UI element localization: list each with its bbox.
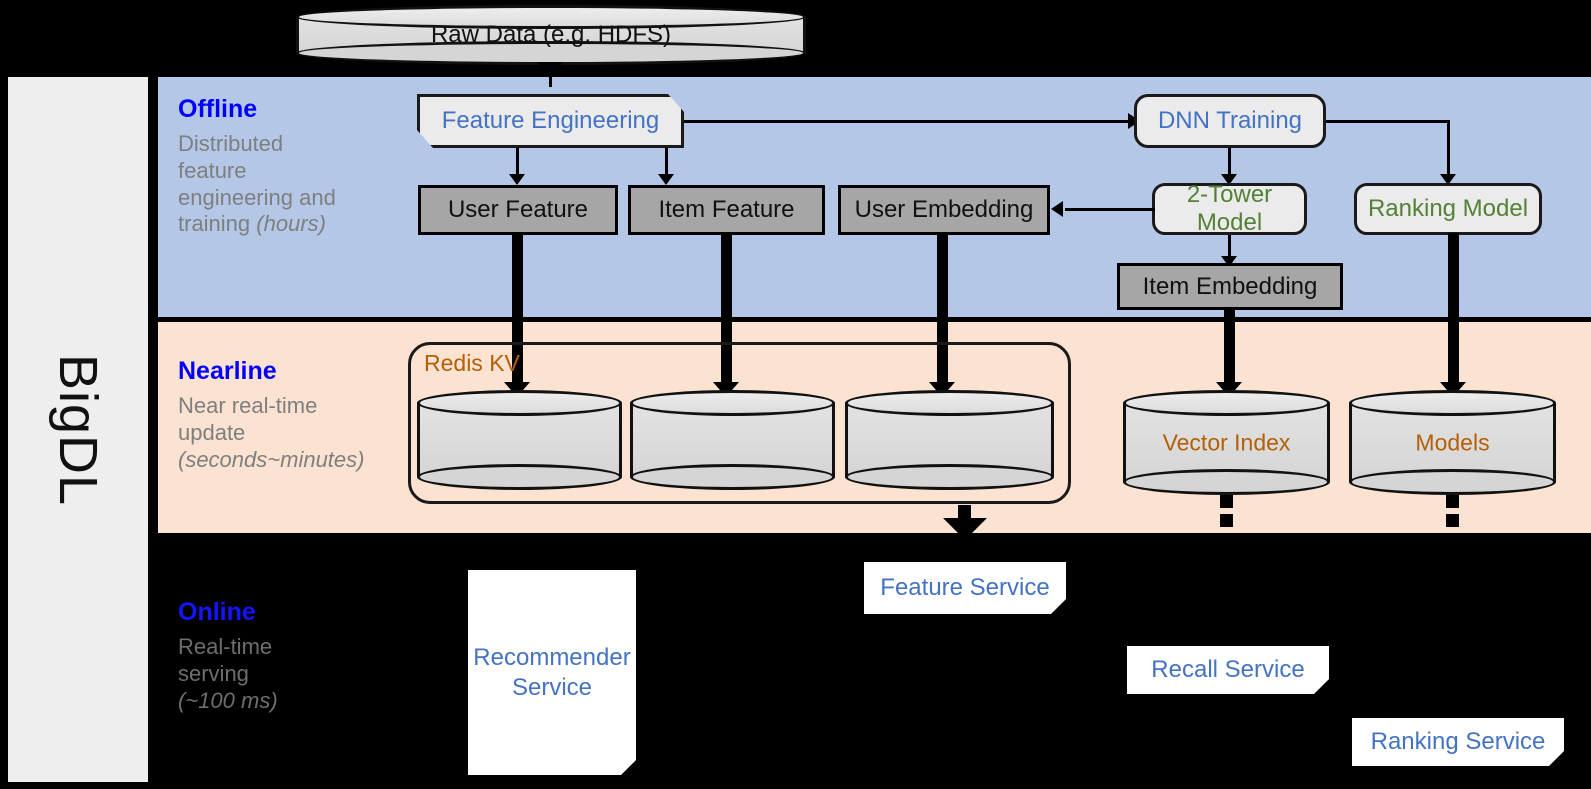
arrowhead-dnn-ranking xyxy=(1440,174,1456,185)
online-title: Online xyxy=(178,598,256,626)
user-feature-store[interactable] xyxy=(417,390,622,490)
funnel-redis-featureservice xyxy=(943,518,987,540)
cylinder-top xyxy=(417,390,622,416)
dnn-training-label: DNN Training xyxy=(1157,107,1303,134)
connector-twotower-userembedding xyxy=(1065,208,1155,211)
models-label: Models xyxy=(1415,429,1490,455)
dash-models-1 xyxy=(1446,495,1459,508)
offline-desc-l4: training xyxy=(178,211,257,237)
nearline-description: Near real-time update (seconds~minutes) xyxy=(178,393,364,473)
two-tower-model-label: 2-Tower Model xyxy=(1186,181,1273,236)
cylinder-bottom xyxy=(1349,469,1556,495)
arrowhead-twotower-itememb xyxy=(1221,256,1237,267)
nearline-desc-l1: Near real-time xyxy=(178,393,318,418)
feature-service-label: Feature Service xyxy=(880,574,1050,601)
dash-redis-featureservice xyxy=(958,505,971,518)
recommender-service-node[interactable]: Recommender Service xyxy=(468,570,636,775)
recommender-service-line2: Service xyxy=(511,673,593,701)
item-feature-node[interactable]: Item Feature xyxy=(628,185,825,235)
recommender-service-label: Recommender Service xyxy=(473,643,630,703)
feed-userembedding xyxy=(937,233,948,388)
online-description: Real-time serving (~100 ms) xyxy=(178,634,278,714)
recommender-service-line1: Recommender xyxy=(473,643,631,671)
models-store[interactable]: Models xyxy=(1349,390,1556,495)
dash-vectorindex-1 xyxy=(1220,495,1233,508)
redis-kv-label: Redis KV xyxy=(424,350,520,376)
item-feature-store[interactable] xyxy=(630,390,835,490)
feed-itemembedding xyxy=(1224,308,1235,388)
cylinder-bottom xyxy=(845,464,1054,490)
cylinder-top xyxy=(845,390,1054,416)
online-desc-italic: (~100 ms) xyxy=(178,687,278,713)
offline-desc-l2: feature xyxy=(178,157,247,183)
feed-itemfeature xyxy=(721,233,732,388)
user-feature-node[interactable]: User Feature xyxy=(418,185,618,235)
online-caption: Online Real-time serving (~100 ms) xyxy=(178,598,278,714)
cylinder-top xyxy=(296,5,806,29)
ranking-service-label: Ranking Service xyxy=(1370,728,1546,755)
user-feature-label: User Feature xyxy=(447,196,589,223)
user-embedding-label: User Embedding xyxy=(854,196,1034,223)
cylinder-bottom xyxy=(1123,469,1330,495)
connector-dnn-ranking-v xyxy=(1447,120,1450,176)
nearline-caption: Nearline Near real-time update (seconds~… xyxy=(178,357,364,473)
connector-fe-dnn xyxy=(684,120,1130,123)
ranking-service-node[interactable]: Ranking Service xyxy=(1352,718,1564,766)
nearline-desc-italic: (seconds~minutes) xyxy=(178,446,365,472)
connector-dnn-twotower xyxy=(1228,148,1231,176)
offline-desc-italic: (hours) xyxy=(256,211,326,237)
offline-desc-l1: Distributed xyxy=(178,131,284,156)
item-feature-label: Item Feature xyxy=(658,196,795,223)
connector-fe-userfeature xyxy=(516,148,519,176)
vector-index-label: Vector Index xyxy=(1162,429,1291,455)
offline-description: Distributed feature engineering and trai… xyxy=(178,131,336,238)
cylinder-top xyxy=(1123,390,1330,416)
feature-engineering-node[interactable]: Feature Engineering xyxy=(417,94,684,148)
arrowhead-fe-itemfeature xyxy=(658,174,674,185)
arrowhead-twotower-userembedding xyxy=(1051,201,1063,217)
two-tower-model-node[interactable]: 2-Tower Model xyxy=(1152,181,1307,236)
raw-data-store[interactable]: Raw Data (e.g. HDFS) xyxy=(296,5,806,65)
cylinder-top xyxy=(1349,390,1556,416)
cylinder-bottom xyxy=(417,464,622,490)
recall-service-node[interactable]: Recall Service xyxy=(1127,646,1329,694)
bigdl-sidebar: BigDL xyxy=(8,77,148,782)
feed-userfeature xyxy=(512,233,523,388)
online-desc-l2: serving xyxy=(178,660,249,686)
vector-index-store[interactable]: Vector Index xyxy=(1123,390,1330,495)
bigdl-label: BigDL xyxy=(48,353,108,506)
item-embedding-label: Item Embedding xyxy=(1142,272,1318,300)
arrowhead-rawdata-fe xyxy=(537,62,563,77)
nearline-title: Nearline xyxy=(178,357,277,385)
item-embedding-node[interactable]: Item Embedding xyxy=(1117,263,1343,310)
dash-models-2 xyxy=(1446,514,1459,527)
connector-dnn-ranking-h xyxy=(1326,120,1450,123)
feed-rankingmodel xyxy=(1448,233,1459,388)
feature-engineering-label: Feature Engineering xyxy=(441,107,660,134)
arrowhead-fe-userfeature xyxy=(509,174,525,185)
feature-service-node[interactable]: Feature Service xyxy=(864,562,1066,614)
dnn-training-node[interactable]: DNN Training xyxy=(1134,94,1326,148)
arrowhead-dnn-twotower xyxy=(1221,174,1237,185)
dash-vectorindex-2 xyxy=(1220,514,1233,527)
online-desc-l1: Real-time xyxy=(178,634,273,659)
ranking-model-label: Ranking Model xyxy=(1367,195,1529,222)
redis-kv-container[interactable] xyxy=(408,342,1071,504)
offline-desc-l3: engineering and xyxy=(178,184,336,210)
cylinder-bottom xyxy=(630,464,835,490)
cylinder-top xyxy=(630,390,835,416)
offline-caption: Offline Distributed feature engineering … xyxy=(178,95,336,238)
connector-twotower-itememb xyxy=(1228,235,1231,260)
user-embedding-store[interactable] xyxy=(845,390,1054,490)
ranking-model-node[interactable]: Ranking Model xyxy=(1354,183,1542,235)
user-embedding-node[interactable]: User Embedding xyxy=(838,185,1050,235)
connector-fe-itemfeature xyxy=(665,148,668,176)
raw-data-label: Raw Data (e.g. HDFS) xyxy=(430,21,672,48)
nearline-desc-l2: update xyxy=(178,419,246,445)
recall-service-label: Recall Service xyxy=(1151,656,1305,683)
offline-title: Offline xyxy=(178,95,258,123)
